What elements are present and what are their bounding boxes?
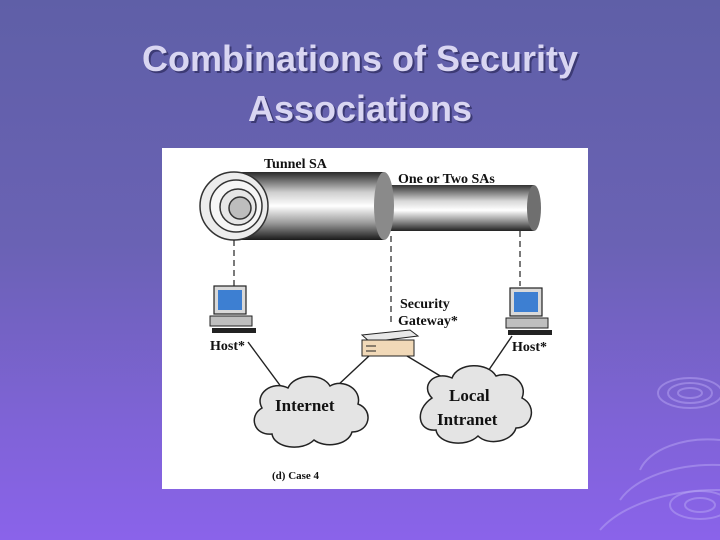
host-right-computer-icon [505, 287, 552, 335]
inner-sa-tube [382, 185, 541, 231]
internet-cloud [253, 375, 369, 448]
local-intranet-cloud [419, 365, 533, 444]
gateway-label-line1: Security [400, 297, 450, 312]
host-left-computer-icon [209, 285, 256, 333]
host-left-label: Host* [210, 339, 245, 354]
title-line-2: Associations [247, 88, 473, 129]
network-diagram: Tunnel SA One or Two SAs Host* Host* Sec… [199, 157, 552, 482]
slide-title: Combinations of Security Associations [0, 34, 720, 134]
security-gateway-icon [360, 329, 420, 357]
inner-sa-label: One or Two SAs [398, 172, 495, 187]
link-internet-gateway [336, 355, 370, 387]
intranet-label-line1: Local [449, 386, 490, 405]
tunnel-sa-label: Tunnel SA [264, 157, 328, 172]
host-right-label: Host* [512, 340, 547, 355]
tunnel-sa-tube [199, 171, 394, 241]
diagram-caption: (d) Case 4 [272, 470, 320, 482]
internet-cloud-label: Internet [275, 396, 335, 415]
diagram-panel: Tunnel SA One or Two SAs Host* Host* Sec… [162, 148, 588, 489]
link-host-left-internet [247, 341, 283, 389]
title-line-1: Combinations of Security [141, 38, 579, 79]
gateway-label-line2: Gateway* [398, 314, 458, 329]
intranet-label-line2: Intranet [437, 410, 498, 429]
